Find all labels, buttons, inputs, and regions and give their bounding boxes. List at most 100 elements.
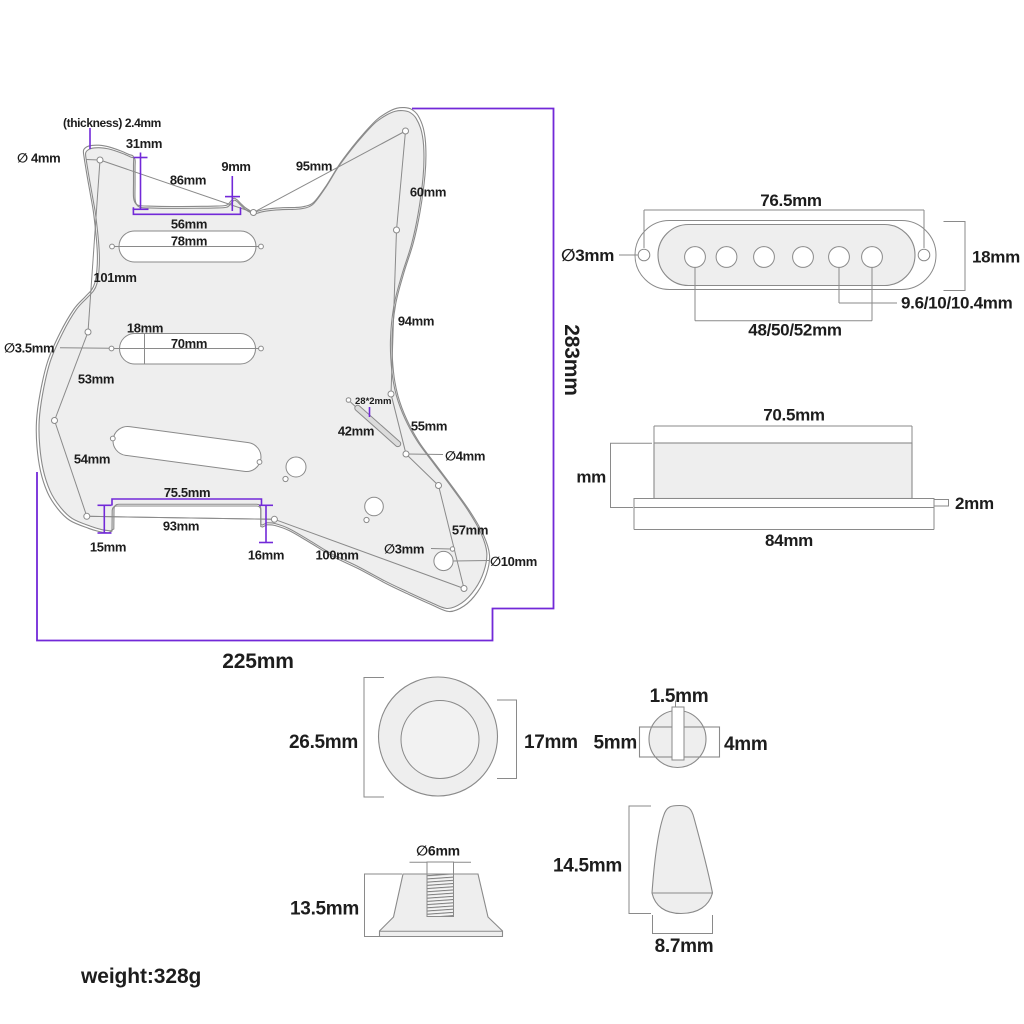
- knob-side-view: ∅6mm 13.5mm: [290, 843, 504, 938]
- selector-switch-slot: [354, 404, 402, 448]
- chain-line-10: [54, 420, 88, 517]
- bridge-pickup-mount-hole-left: [109, 435, 116, 442]
- dim-side-height-bracket: [610, 442, 652, 508]
- label-55mm: 55mm: [411, 419, 447, 434]
- label-knob-outer-dia: 26.5mm: [289, 732, 358, 753]
- label-75_5mm: 75.5mm: [164, 485, 210, 500]
- pickup-mount-hole-right: [917, 248, 931, 262]
- dim14_5-bracket: [628, 805, 651, 914]
- pole-hole-4: [792, 246, 814, 268]
- label-pickup-mount-dia: ∅3mm: [561, 246, 614, 265]
- chain-line-2: [253, 130, 406, 213]
- label-pickup-height: 18mm: [972, 248, 1020, 267]
- dim75_5-bracket: [111, 498, 263, 506]
- label-total-width: 225mm: [222, 650, 293, 673]
- switch-tip-top-view: 1.5mm 5mm 4mm: [594, 686, 768, 769]
- label-side-height: mm: [576, 468, 606, 487]
- neck-pickup-mount-hole-right: [258, 243, 264, 250]
- label-switch-slot-size: 28*2mm: [355, 396, 391, 407]
- label-78mm: 78mm: [171, 234, 207, 249]
- label-95mm: 95mm: [296, 159, 332, 174]
- pickup-top-view: 76.5mm ∅3mm 18mm 9.6/10/10.4mm 48/50/52m…: [561, 191, 1020, 340]
- dim17-bracket: [497, 699, 517, 779]
- pole-hole-1: [684, 246, 706, 268]
- neck-pickup-slot: [109, 230, 264, 263]
- dim93-line: [86, 515, 275, 520]
- label-flange-thickness: 2mm: [955, 494, 994, 513]
- screw-hole-5: [387, 390, 395, 398]
- label-switch-5mm: 5mm: [594, 733, 637, 754]
- screw-hole-2: [249, 209, 257, 216]
- switch-tip-side-view: 14.5mm 8.7mm: [553, 804, 714, 957]
- dim13_5-bracket: [364, 873, 402, 937]
- pickup-side-body: [653, 442, 913, 500]
- chain-line-3: [396, 130, 406, 231]
- label-56mm: 56mm: [171, 217, 207, 232]
- label-tip-height: 14.5mm: [553, 856, 622, 877]
- label-18mm-slot: 18mm: [127, 321, 163, 336]
- chain-line-4: [390, 229, 397, 395]
- label-pole-span: 48/50/52mm: [748, 321, 842, 340]
- leader-mid-pickup-hole-dia: [59, 347, 111, 349]
- screw-hole-12: [84, 328, 92, 336]
- label-101mm: 101mm: [93, 270, 136, 285]
- switch-tip-side-body: [651, 804, 714, 915]
- chain-line-5: [390, 393, 407, 455]
- pickup-side-view: 70.5mm mm 84mm 2mm: [576, 406, 994, 551]
- chain-line-6: [405, 453, 439, 486]
- label-86mm: 86mm: [170, 173, 206, 188]
- screw-hole-9: [270, 515, 278, 523]
- dim26_5-bracket: [363, 677, 384, 798]
- bridge-pickup-slot: [109, 425, 263, 473]
- pot-hole-1: [285, 456, 307, 478]
- label-side-top-width: 70.5mm: [763, 406, 825, 425]
- screw-hole-1: [96, 156, 104, 164]
- pickup-cover-top-face: [657, 223, 916, 287]
- label-93mm: 93mm: [163, 519, 199, 534]
- knob-top-view: 26.5mm 17mm: [289, 676, 578, 798]
- overall-dimension-box: [36, 107, 555, 642]
- label-16mm: 16mm: [248, 548, 284, 563]
- neck-pickup-mount-hole-left: [109, 243, 115, 250]
- label-jack-hole-dia: ∅10mm: [490, 554, 537, 569]
- chain-line-7: [438, 485, 465, 589]
- screw-hole-10: [83, 512, 91, 520]
- label-15mm: 15mm: [90, 540, 126, 555]
- label-9mm: 9mm: [221, 159, 250, 174]
- screw-hole-8: [460, 585, 468, 592]
- pot-hole-1-pilot: [282, 475, 289, 483]
- label-tip-base-width: 8.7mm: [655, 936, 714, 957]
- label-knob-shaft-dia: ∅6mm: [416, 843, 460, 859]
- middle-pickup-mount-hole-left: [108, 345, 115, 352]
- pickup-mount-hole-left: [637, 248, 651, 262]
- pot-hole-2-pilot: [363, 516, 370, 524]
- leader-bridge-screw-dia: [406, 453, 444, 455]
- label-bridge-screw-dia: ∅4mm: [445, 449, 485, 464]
- pickguard-diagram: (thickness) 2.4mm ∅ 4mm 31mm 86mm 9mm 95…: [4, 106, 583, 673]
- screw-hole-11: [51, 417, 58, 424]
- pole-hole-6: [861, 246, 883, 268]
- label-switch-4mm: 4mm: [724, 734, 767, 755]
- label-pole-spacing: 9.6/10/10.4mm: [901, 294, 1013, 313]
- label-54mm: 54mm: [74, 452, 110, 467]
- label-pickup-width: 76.5mm: [760, 191, 822, 210]
- screw-hole-6: [402, 450, 410, 458]
- middle-pickup-slot: [108, 333, 264, 365]
- label-side-base-width: 84mm: [765, 531, 813, 550]
- leader-jack-hole-dia: [453, 560, 490, 562]
- middle-pickup-mount-hole-right: [258, 345, 264, 352]
- label-knob-inner-dia: 17mm: [524, 732, 578, 753]
- pole-hole-5: [828, 246, 850, 268]
- label-31mm: 31mm: [126, 136, 162, 151]
- label-small-hole-dia: ∅3mm: [384, 542, 424, 557]
- knob-shaft-hole: [426, 873, 454, 917]
- label-53mm: 53mm: [78, 372, 114, 387]
- small-hole-3mm: [449, 546, 456, 552]
- label-42mm: 42mm: [338, 424, 374, 439]
- knob-top-inner: [400, 700, 480, 779]
- weight-label: weight:328g: [80, 965, 201, 988]
- pickup-side-lug: [933, 499, 949, 507]
- screw-hole-3: [402, 127, 409, 135]
- leader-small-hole-dia: [430, 548, 452, 550]
